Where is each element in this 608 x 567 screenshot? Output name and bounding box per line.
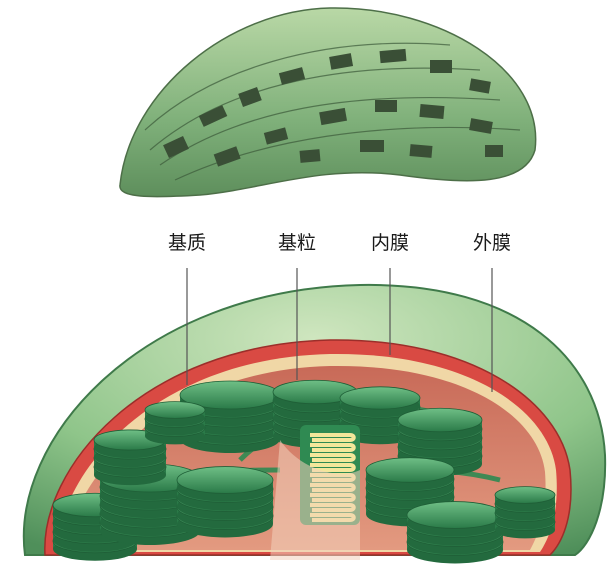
thylakoid-disc: [366, 458, 454, 483]
granum-label: 基粒: [278, 232, 316, 254]
chloroplast-cutaway: [24, 285, 605, 564]
granum-stack: [177, 467, 273, 538]
granum-stack: [407, 502, 503, 564]
thylakoid-disc: [145, 402, 205, 419]
inner-membrane-label: 内膜: [371, 232, 409, 254]
thylakoid-disc: [398, 408, 482, 432]
chloroplast-micrograph: [120, 8, 536, 197]
stroma-label: 基质: [168, 232, 206, 254]
thylakoid-disc: [177, 467, 273, 494]
thylakoid-disc: [407, 502, 503, 529]
granum-stack: [145, 402, 205, 445]
thylakoid-disc: [340, 387, 420, 409]
thylakoid-disc: [495, 487, 555, 504]
outer-membrane-label: 外膜: [473, 232, 511, 254]
granum-stack: [495, 487, 555, 539]
